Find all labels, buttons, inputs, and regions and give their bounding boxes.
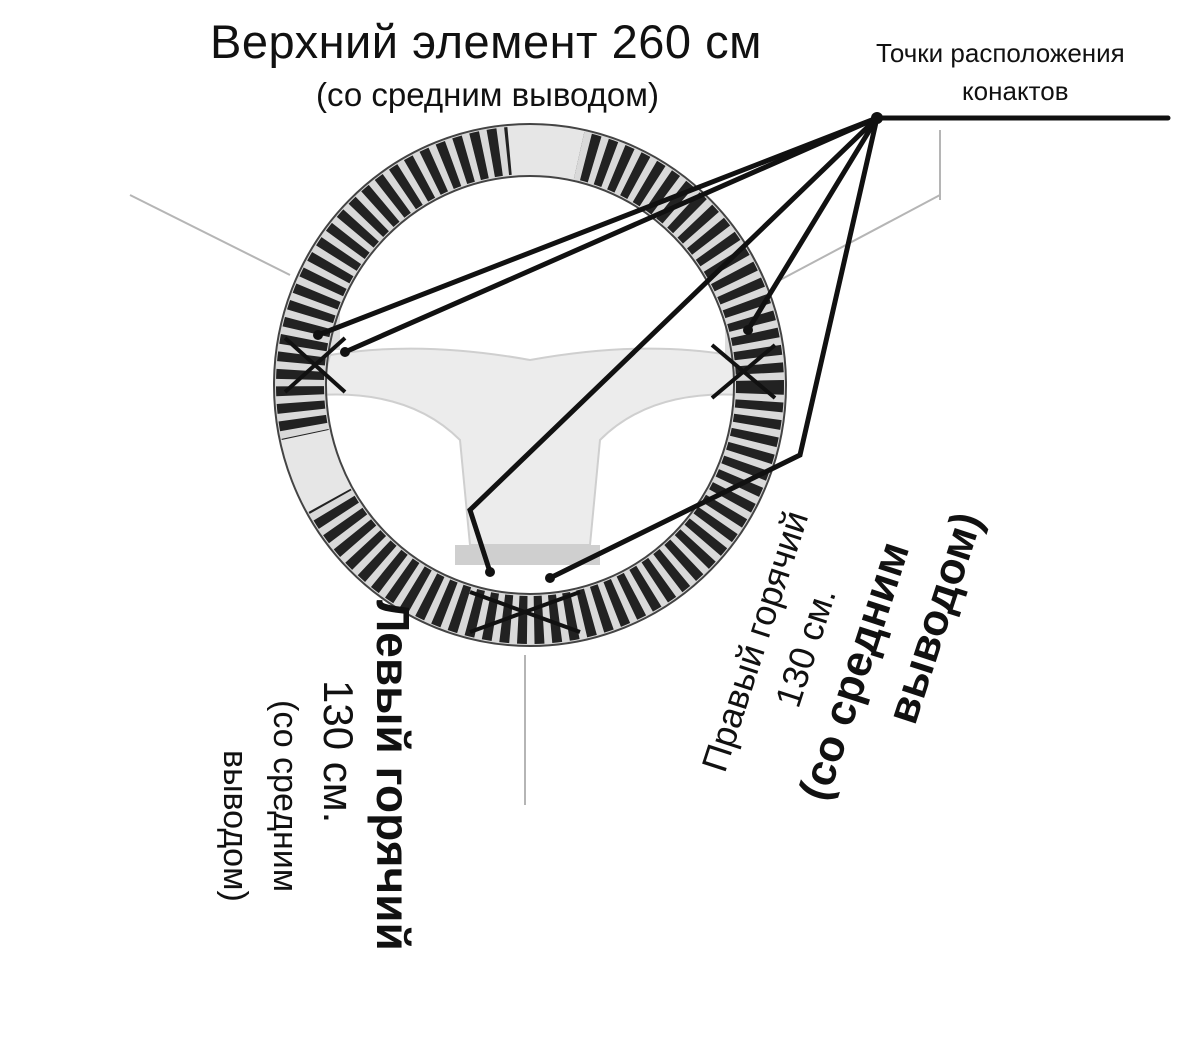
wire-left-upper: [315, 115, 880, 338]
contact-point-left-1: [313, 330, 323, 340]
rim-joint-gaps: [274, 124, 786, 646]
top-element-title: Верхний элемент 260 см: [210, 15, 762, 68]
guide-line-right: [779, 194, 941, 281]
contact-point-main: [871, 112, 883, 124]
guide-line-left: [129, 194, 291, 276]
contact-point-bottom-1: [545, 573, 555, 583]
left-element-label: Левый горячий 130 см. (со средним выводо…: [120, 600, 420, 1060]
background-guide-lines: [129, 130, 941, 805]
contact-wires: [315, 115, 1171, 581]
hub-lower-plate: [455, 545, 600, 565]
bottom-crossing-b: [469, 590, 581, 634]
contact-points-label-line2: конактов: [962, 76, 1069, 106]
left-element-line4: выводом): [216, 750, 254, 902]
contact-point-bottom-2: [485, 567, 495, 577]
coil-crossings: [283, 336, 777, 634]
left-element-line3: (со средним: [266, 700, 304, 893]
top-element-subtitle: (со средним выводом): [316, 76, 659, 113]
wire-left-lower: [342, 115, 880, 355]
contact-point-left-2: [340, 347, 350, 357]
wire-bottom-right: [547, 115, 880, 581]
left-element-line1: Левый горячий: [367, 600, 419, 951]
steering-wheel-diagram: [129, 112, 1171, 805]
contact-points: [313, 112, 883, 583]
left-crossing-b: [283, 336, 347, 394]
right-crossing-b: [710, 343, 777, 400]
wire-bottom-left: [467, 115, 880, 575]
contact-points-label-line1: Точки расположения: [876, 38, 1125, 68]
rim-outer-edge: [273, 123, 787, 647]
contact-point-right-1: [743, 325, 753, 335]
rim-inner-edge: [325, 175, 735, 595]
wire-right-upper: [745, 115, 880, 333]
left-element-line2: 130 см.: [315, 680, 362, 824]
